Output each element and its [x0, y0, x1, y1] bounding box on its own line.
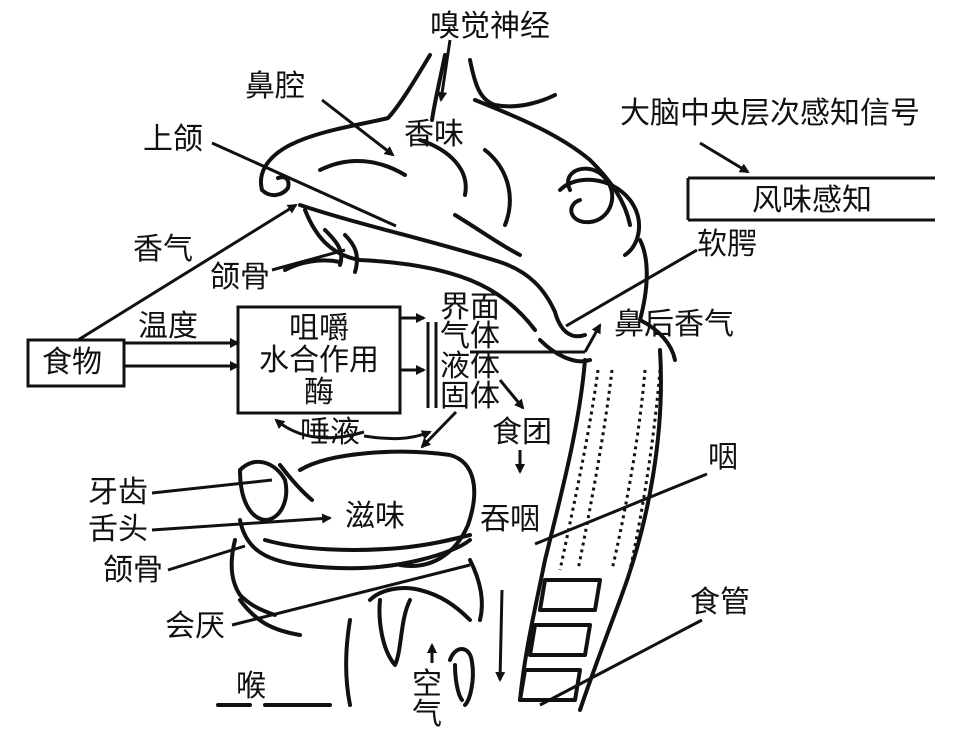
label-food: 食物 [42, 345, 102, 380]
arrow-fragrance [77, 203, 298, 342]
jaw-bone-inner [263, 533, 472, 552]
nose-bridge-outline [259, 53, 432, 192]
label-aroma: 香味 [404, 117, 464, 152]
spine-outline [638, 318, 677, 362]
label-tongue: 舌头 [88, 512, 148, 547]
label-jawbone-lower: 颌骨 [103, 553, 163, 588]
label-esophagus: 食管 [690, 585, 750, 620]
nasal-tip [260, 175, 291, 197]
epiglottis-shape [368, 586, 472, 622]
arrow-saliva-right [363, 430, 432, 441]
turbinate-2 [418, 138, 468, 197]
label-brain-signal: 大脑中央层次感知信号 [620, 96, 920, 131]
label-gas: 气体 [440, 319, 500, 354]
sinus-outline [558, 177, 642, 257]
skull-base [473, 98, 632, 227]
label-chew: 咀嚼 [289, 311, 349, 346]
pharynx-dotted-1 [558, 369, 600, 571]
arrow-brain [699, 141, 750, 174]
soft-palate [553, 310, 587, 339]
label-retronasal-aroma: 鼻后香气 [614, 307, 734, 342]
arrow-retronasal [583, 323, 602, 353]
lower-pharynx-line [468, 558, 484, 622]
label-larynx: 喉 [236, 669, 266, 704]
neck-front [238, 598, 302, 637]
upper-teeth-jaw [303, 208, 537, 332]
arrow-liquid-bolus [498, 379, 525, 410]
label-solid: 固体 [440, 379, 500, 414]
line-jawbone-upper [271, 248, 346, 272]
line-esophagus [539, 618, 703, 707]
process-box [236, 305, 402, 415]
arrow-solid-tongue [420, 410, 458, 449]
pharynx-dotted-2 [576, 369, 614, 571]
hyoid [377, 598, 412, 667]
line-epiglottis [231, 563, 471, 627]
label-nasal-cavity: 鼻腔 [245, 69, 305, 104]
tongue-outline [298, 449, 477, 568]
vertebra-3 [518, 668, 582, 702]
arrow-nasal-cavity [321, 98, 395, 157]
label-enzyme: 酶 [304, 375, 334, 410]
vertebra-1 [538, 578, 602, 612]
label-flavor-perception: 风味感知 [752, 183, 872, 218]
line-pharynx [534, 472, 708, 546]
label-interface: 界面 [440, 290, 500, 325]
label-temperature: 温度 [138, 309, 198, 344]
pharynx-dotted-3 [610, 369, 647, 571]
label-hydration: 水合作用 [259, 343, 379, 378]
label-maxilla: 上颌 [143, 122, 203, 157]
label-olfactory-nerve: 嗅觉神经 [430, 9, 550, 44]
palate-line [298, 203, 557, 314]
larynx-shape [448, 647, 475, 707]
arrow-saliva-up [274, 418, 365, 440]
label-soft-palate: 软腭 [697, 227, 757, 262]
turbinate-1 [318, 158, 407, 177]
lip [278, 463, 314, 502]
line-teeth [151, 478, 273, 495]
food-box [26, 338, 126, 388]
arrow-olfactory [437, 39, 452, 102]
label-air: 空气 [412, 667, 442, 732]
turbinate-4 [453, 213, 522, 257]
label-jawbone-upper: 颌骨 [210, 260, 270, 295]
chin [229, 538, 277, 617]
line-jawbone-lower [167, 544, 246, 572]
pharynx-dotted-4 [628, 369, 662, 571]
upper-jaw-bone [283, 258, 342, 272]
label-bolus: 食团 [492, 415, 552, 450]
arrow-tongue [151, 513, 332, 532]
label-saliva: 唾液 [300, 415, 360, 450]
flavor-box-lines [686, 176, 935, 222]
pharynx-front [518, 358, 587, 702]
posterior-pharynx-wall [638, 238, 649, 322]
label-pharynx: 咽 [708, 440, 738, 475]
trachea-left [344, 618, 352, 707]
vertebra-2 [528, 623, 592, 657]
label-teeth: 牙齿 [88, 475, 148, 510]
lower-jaw [238, 518, 472, 571]
label-swallow: 吞咽 [480, 502, 540, 537]
sinus-loop [566, 166, 615, 225]
turbinate-3 [483, 148, 512, 227]
line-soft-palate [565, 248, 698, 328]
lower-teeth [238, 459, 289, 522]
pharynx-back [578, 348, 663, 712]
label-liquid: 液体 [440, 349, 500, 384]
arrow-swallow-down [495, 589, 506, 682]
label-taste: 滋味 [345, 499, 405, 534]
label-fragrance: 香气 [133, 232, 193, 267]
label-epiglottis: 会厌 [165, 609, 225, 644]
line-maxilla [211, 141, 397, 228]
olfactory-bulb-right [468, 58, 557, 109]
olfactory-bulb-left [430, 53, 447, 122]
